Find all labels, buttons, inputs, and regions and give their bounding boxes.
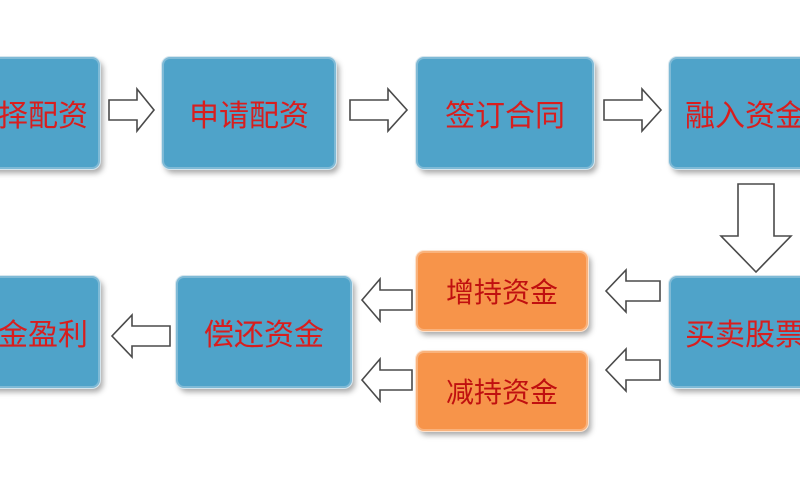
node-repay-funds: 偿还资金 [176, 276, 352, 388]
node-add-funds-label: 增持资金 [445, 276, 558, 309]
node-repay-funds-label: 偿还资金 [204, 318, 324, 353]
node-borrow-funds-label: 融入资金 [685, 99, 800, 134]
node-choose-margin: 选择配资 [0, 57, 100, 169]
right-arrow-icon [349, 86, 409, 134]
node-add-funds: 增持资金 [416, 251, 588, 331]
node-apply-margin: 申请配资 [162, 57, 336, 169]
node-profit-funds: 资金盈利 [0, 276, 100, 388]
node-buy-sell-stocks: 买卖股票 [669, 276, 800, 388]
left-arrow-icon [360, 276, 413, 324]
node-profit-funds-label: 资金盈利 [0, 318, 88, 353]
right-arrow-icon [108, 86, 156, 134]
node-reduce-funds-label: 减持资金 [445, 376, 558, 409]
down-arrow-icon [719, 183, 793, 274]
left-arrow-icon [110, 313, 171, 359]
left-arrow-icon [604, 347, 661, 393]
node-borrow-funds: 融入资金 [669, 57, 800, 169]
node-buy-sell-stocks-label: 买卖股票 [685, 318, 800, 353]
left-arrow-icon [604, 268, 661, 314]
right-arrow-icon [603, 86, 663, 134]
node-sign-contract: 签订合同 [416, 57, 594, 169]
node-reduce-funds: 减持资金 [416, 351, 588, 431]
node-apply-margin-label: 申请配资 [189, 99, 309, 134]
node-choose-margin-label: 选择配资 [0, 99, 88, 134]
node-sign-contract-label: 签订合同 [445, 99, 565, 134]
left-arrow-icon [360, 356, 413, 404]
